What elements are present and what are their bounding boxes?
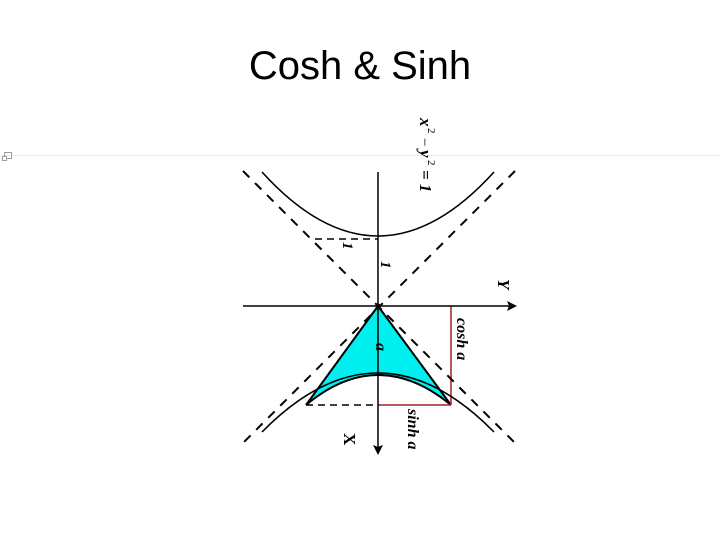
y-axis-label: Y <box>494 279 513 291</box>
slide-thumbnail-icon[interactable] <box>2 152 12 162</box>
hyperbola-equation: x 2 − y 2 = 1 <box>416 117 437 192</box>
svg-text:2: 2 <box>425 128 437 134</box>
svg-text:2: 2 <box>425 160 437 166</box>
x-axis-arrow-icon <box>373 445 383 455</box>
divider-line <box>0 155 720 156</box>
area-label: a <box>372 343 389 351</box>
cosh-label: cosh a <box>453 318 470 360</box>
vertex-one-label: 1 <box>377 261 393 269</box>
projection-lines <box>378 306 452 406</box>
slide-title: Cosh & Sinh <box>248 44 472 88</box>
axes <box>243 172 512 450</box>
dashed-guides <box>306 238 378 406</box>
origin-point <box>375 303 381 309</box>
svg-text:−: − <box>416 138 432 146</box>
svg-text:y: y <box>416 148 435 158</box>
x-axis-label: X <box>340 433 359 446</box>
sinh-label: sinh a <box>404 408 421 449</box>
svg-text:= 1: = 1 <box>416 170 435 192</box>
svg-text:x: x <box>416 117 435 127</box>
dashed-one-label: 1 <box>339 242 355 250</box>
y-axis-arrow-icon <box>507 301 517 311</box>
